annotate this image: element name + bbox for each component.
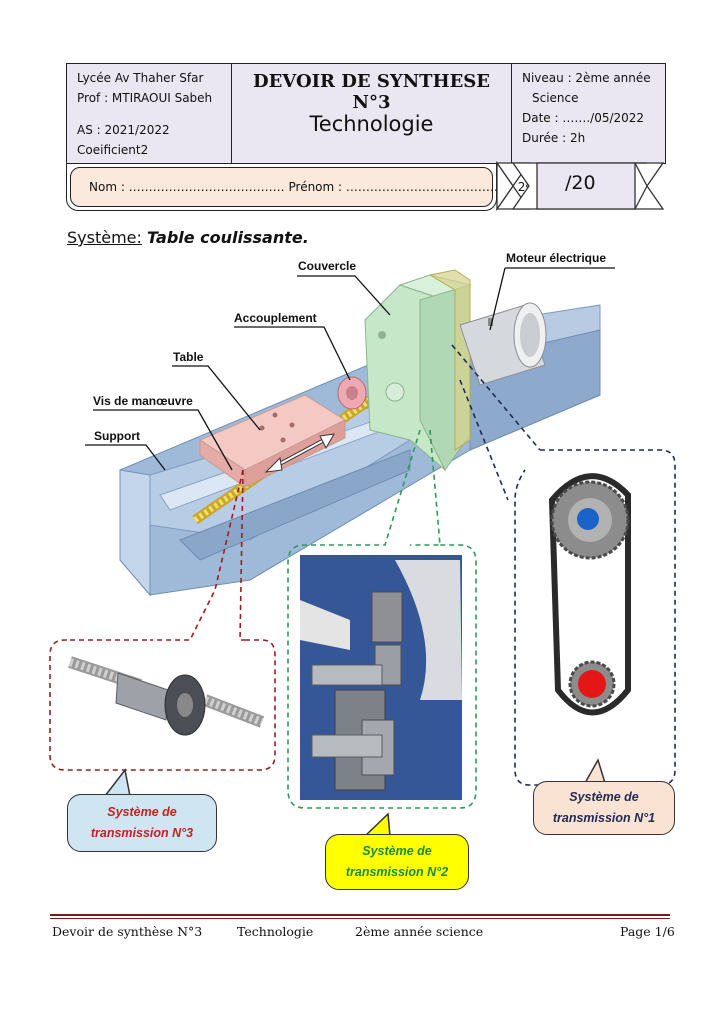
label-couvercle: Couvercle xyxy=(298,259,357,273)
label-leaders xyxy=(85,267,615,471)
header-school-box: Lycée Av Thaher Sfar Prof : MTIRAOUI Sab… xyxy=(66,63,232,164)
header-title-box: DEVOIR DE SYNTHESE N°3 Technologie xyxy=(231,63,512,164)
teacher-name: Prof : MTIRAOUI Sabeh xyxy=(77,91,213,105)
bubble-transmission-2: Système de transmission N°2 xyxy=(325,834,469,890)
student-name-box: Nom : ………………………………… Prénom : ……………………………… xyxy=(66,163,550,211)
exam-subject: Technologie xyxy=(309,112,434,136)
system-name: Table coulissante. xyxy=(147,228,309,247)
bubble-t3-line1: Système de xyxy=(107,805,177,819)
school-name: Lycée Av Thaher Sfar xyxy=(77,71,204,85)
exam-date: Date : ……./05/2022 xyxy=(522,111,645,125)
footer-doc: Devoir de synthèse N°3 xyxy=(52,924,203,939)
school-year: AS : 2021/2022 xyxy=(77,123,170,137)
bubble-t2-line2: transmission N°2 xyxy=(345,865,449,879)
gear-cover xyxy=(364,269,472,472)
callout-t1 xyxy=(451,344,676,786)
callout-t2 xyxy=(287,429,477,809)
score-ribbon xyxy=(495,160,665,212)
label-table: Table xyxy=(173,350,204,364)
level: Niveau : 2ème année xyxy=(522,71,651,85)
bubble-t1-line2: transmission N°1 xyxy=(552,811,656,825)
footer-level: 2ème année science xyxy=(355,924,484,939)
label-vis: Vis de manœuvre xyxy=(93,394,193,408)
bubble-t1-line1: Système de xyxy=(569,790,639,804)
student-name-line[interactable]: Nom : ………………………………… Prénom : ……………………………… xyxy=(89,180,551,194)
exam-title: DEVOIR DE SYNTHESE N°3 xyxy=(252,71,491,113)
callout-t3 xyxy=(49,469,276,771)
bubble-t2-line1: Système de xyxy=(362,844,432,858)
footer-rule xyxy=(50,914,670,916)
header-info-box: Niveau : 2ème année Science Date : ……./0… xyxy=(511,63,666,164)
label-support: Support xyxy=(94,429,140,443)
footer-subject: Technologie xyxy=(237,924,314,939)
ball-screw-image xyxy=(68,656,265,736)
footer-rule-thin xyxy=(50,918,670,919)
bubble-transmission-1: Système de transmission N°1 xyxy=(533,781,675,835)
chain-drive-image xyxy=(548,473,631,716)
footer-page: Page 1/6 xyxy=(620,924,675,939)
gearbox-image xyxy=(300,555,462,800)
coefficient: Coeificient2 xyxy=(77,143,149,157)
duration: Durée : 2h xyxy=(522,131,586,145)
system-label: Système: xyxy=(67,228,142,247)
label-accouplement: Accouplement xyxy=(234,311,317,325)
bubble-transmission-3: Système de transmission N°3 xyxy=(67,794,217,852)
section: Science xyxy=(532,91,579,105)
label-moteur: Moteur électrique xyxy=(506,251,607,265)
score-field[interactable]: /20 xyxy=(565,172,596,194)
electric-motor xyxy=(459,302,547,386)
bubble-t3-line2: transmission N°3 xyxy=(90,826,194,840)
sliding-table xyxy=(198,394,347,488)
system-title: Système: Table coulissante. xyxy=(67,228,309,247)
